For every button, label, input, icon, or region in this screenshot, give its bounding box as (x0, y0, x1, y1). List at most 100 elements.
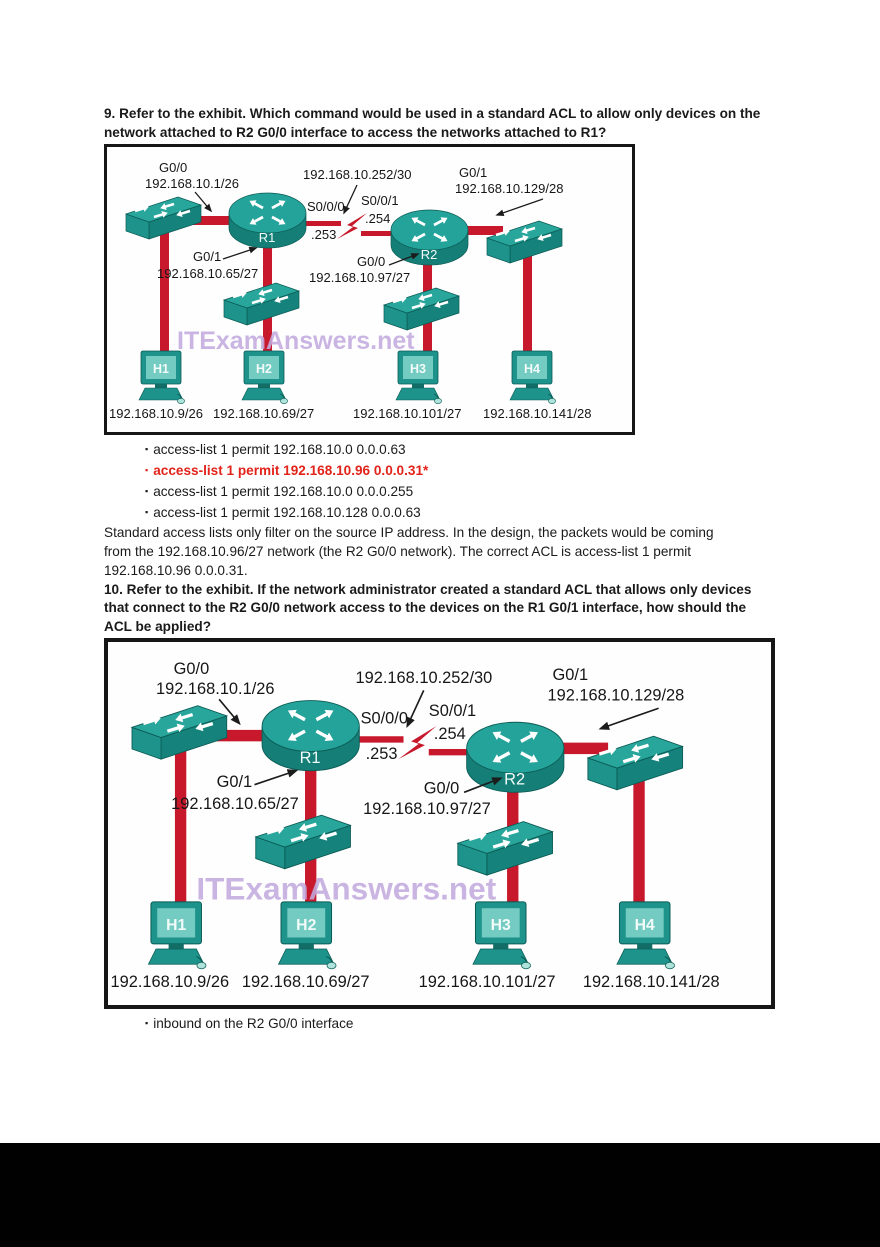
lightning-bolt-icon (398, 726, 437, 760)
ip-label-254: .254 (365, 211, 390, 226)
serial-link-left (352, 736, 404, 743)
host-ip-h3: 192.168.10.101/27 (353, 406, 461, 421)
host-h3-label: H3 (410, 362, 426, 376)
interface-label-g01-mid: G0/1 (193, 249, 221, 264)
text-line: that connect to the R2 G0/0 network acce… (104, 600, 747, 616)
host-h2-label: H2 (296, 917, 316, 934)
switch-icon (224, 283, 299, 325)
text-line: ACL be applied? (104, 618, 211, 634)
label-pointer-arrows (194, 184, 544, 266)
switch-icon (458, 822, 553, 875)
router-r1-label: R1 (300, 749, 321, 767)
host-h2-label: H2 (256, 362, 272, 376)
switch-icon (256, 816, 351, 869)
ip-label-g01-top: 192.168.10.129/28 (455, 181, 563, 196)
ip-label-254: .254 (434, 725, 466, 743)
host-h1-label: H1 (153, 362, 169, 376)
bullet-icon: ▪ (145, 444, 149, 455)
text-line: 9. Refer to the exhibit. Which command w… (104, 106, 761, 121)
host-h1-icon (147, 901, 207, 970)
label-pointer-arrows (218, 690, 659, 794)
switch-icon (126, 197, 201, 239)
host-h1-icon (138, 350, 186, 405)
host-h4-icon (616, 901, 676, 970)
router-r2-label: R2 (421, 247, 438, 262)
text-line: 192.168.10.96 0.0.0.31. (104, 562, 248, 578)
document-content: 9. Refer to the exhibit. Which command w… (104, 0, 780, 1035)
ip-label-g00-top: 192.168.10.1/26 (145, 176, 239, 191)
serial-link-left (301, 221, 341, 227)
question-10-text: 10. Refer to the exhibit. If the network… (104, 581, 780, 637)
ip-label-253: .253 (366, 745, 398, 763)
host-ip-h4: 192.168.10.141/28 (583, 973, 720, 991)
answer-option-text: access-list 1 permit 192.168.10.128 0.0.… (153, 505, 421, 521)
question-10-answer: ▪ inbound on the R2 G0/0 interface (104, 1014, 780, 1035)
serial-link-right (428, 749, 482, 756)
question-9-options: ▪ access-list 1 permit 192.168.10.0 0.0.… (104, 440, 780, 524)
ip-label-g01-mid: 192.168.10.65/27 (171, 795, 299, 813)
host-h4-label: H4 (635, 917, 655, 934)
watermark: ITExamAnswers.net (196, 871, 496, 907)
host-h2-icon (241, 350, 289, 405)
interface-label-g01-top: G0/1 (553, 667, 589, 685)
host-ip-h2: 192.168.10.69/27 (242, 973, 370, 991)
serial-network-label: 192.168.10.252/30 (303, 167, 411, 182)
interface-label-g01-mid: G0/1 (217, 773, 253, 791)
interface-label-g00-top: G0/0 (174, 660, 210, 678)
bullet-icon: ▪ (145, 465, 149, 476)
bullet-icon: ▪ (145, 486, 149, 497)
ip-label-g00-mid: 192.168.10.97/27 (363, 800, 491, 818)
exhibit-10-diagram-slot: R1 R2 H1 H2 H3 H4 ITExamAnswers.net G0/0 (108, 642, 771, 1010)
exhibit-question-10: R1 R2 H1 H2 H3 H4 ITExamAnswers.net G0/0 (104, 638, 775, 1010)
switch-icon (132, 706, 227, 759)
lightning-bolt-icon (337, 213, 367, 240)
host-h4-icon (509, 350, 557, 405)
answer-option-correct: ▪ access-list 1 permit 192.168.10.96 0.0… (145, 461, 780, 482)
answer-option: ▪ access-list 1 permit 192.168.10.0 0.0.… (145, 440, 780, 461)
text-line: 10. Refer to the exhibit. If the network… (104, 581, 752, 597)
interface-label-s000: S0/0/0 (307, 199, 345, 214)
text-line: from the 192.168.10.96/27 network (the R… (104, 543, 692, 559)
network-topology-diagram: R1 R2 H1 H2 H3 H4 ITExamAnswers.net G0/0 (109, 160, 591, 421)
host-ip-h4: 192.168.10.141/28 (483, 406, 591, 421)
interface-label-g00-top: G0/0 (159, 160, 187, 175)
host-h4-label: H4 (524, 362, 540, 376)
interface-label-s001: S0/0/1 (361, 193, 399, 208)
serial-link-right (361, 231, 403, 237)
serial-network-label: 192.168.10.252/30 (356, 669, 493, 687)
host-h3-icon (472, 901, 532, 970)
bullet-icon: ▪ (145, 1018, 149, 1029)
ip-label-g00-top: 192.168.10.1/26 (156, 681, 275, 699)
answer-option-text: inbound on the R2 G0/0 interface (153, 1016, 354, 1032)
interface-label-g01-top: G0/1 (459, 165, 487, 180)
answer-option-text: access-list 1 permit 192.168.10.0 0.0.0.… (153, 442, 406, 458)
ip-label-g01-top: 192.168.10.129/28 (547, 687, 684, 705)
host-ip-h2: 192.168.10.69/27 (213, 406, 314, 421)
host-h1-label: H1 (166, 917, 186, 934)
answer-option: ▪ access-list 1 permit 192.168.10.0 0.0.… (145, 482, 780, 503)
ip-label-g00-mid: 192.168.10.97/27 (309, 270, 410, 285)
text-line: network attached to R2 G0/0 interface to… (104, 124, 607, 140)
interface-label-s001: S0/0/1 (429, 702, 476, 720)
explanation-9-text: Standard access lists only filter on the… (104, 524, 780, 580)
answer-option-text: access-list 1 permit 192.168.10.0 0.0.0.… (153, 484, 414, 500)
network-topology-diagram: R1 R2 H1 H2 H3 H4 ITExamAnswers.net G0/0 (111, 660, 720, 991)
bullet-icon: ▪ (145, 507, 149, 518)
text-line: Standard access lists only filter on the… (104, 525, 714, 541)
switch-icon (384, 288, 459, 330)
page-end-bar (0, 1143, 880, 1247)
host-ip-h1: 192.168.10.9/26 (109, 406, 203, 421)
host-h3-label: H3 (491, 917, 511, 934)
host-h2-icon (277, 901, 337, 970)
host-ip-h3: 192.168.10.101/27 (419, 973, 556, 991)
interface-label-g00-mid: G0/0 (424, 780, 460, 798)
ip-label-253: .253 (311, 227, 336, 242)
ip-label-g01-mid: 192.168.10.65/27 (157, 266, 258, 281)
router-r1-label: R1 (259, 230, 276, 245)
answer-option: ▪ access-list 1 permit 192.168.10.128 0.… (145, 503, 780, 524)
interface-label-s000: S0/0/0 (361, 710, 408, 728)
answer-option: ▪ inbound on the R2 G0/0 interface (145, 1014, 780, 1035)
exhibit-question-9: R1 R2 H1 H2 H3 H4 ITExamAnswers.net G0/0 (104, 144, 635, 436)
router-r2-label: R2 (504, 771, 525, 789)
